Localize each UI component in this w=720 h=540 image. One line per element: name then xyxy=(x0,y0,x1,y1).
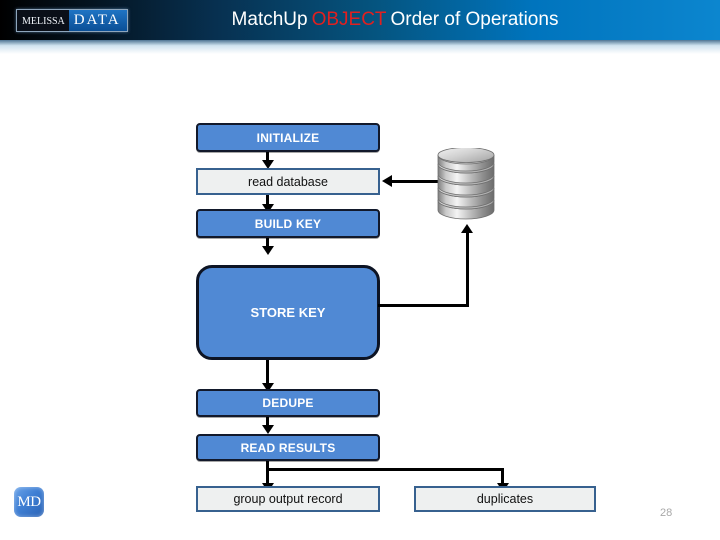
database-cylinder-icon xyxy=(437,148,495,220)
md-logo-text: MD xyxy=(17,493,41,510)
md-logo: MD xyxy=(14,487,44,517)
connector-storekey-to-db-vertical xyxy=(466,232,469,307)
connector-dedupe-readresults xyxy=(266,417,269,429)
connector-readresults-stem xyxy=(266,461,269,486)
arrowhead-initialize-readdb xyxy=(262,160,274,169)
logo-melissa-text: Melissa xyxy=(17,10,69,31)
connector-initialize-readdb xyxy=(266,152,269,163)
node-read-results[interactable]: READ RESULTS xyxy=(196,434,380,461)
node-read-database[interactable]: read database xyxy=(196,168,380,195)
node-dedupe-label: DEDUPE xyxy=(262,396,314,410)
logo-data-text: DATA xyxy=(68,10,127,31)
header-fade xyxy=(0,40,720,54)
node-store-key[interactable]: STORE KEY xyxy=(196,265,380,360)
connector-storekey-to-db-horizontal xyxy=(378,304,469,307)
node-duplicates[interactable]: duplicates xyxy=(414,486,596,512)
node-initialize-label: INITIALIZE xyxy=(256,130,320,145)
connector-buildkey-storekey xyxy=(266,238,269,249)
page-title-word2: Order of Operations xyxy=(390,9,559,30)
arrowhead-dedupe-readresults xyxy=(262,425,274,434)
arrowhead-storekey-dedupe xyxy=(262,383,274,392)
arrowhead-buildkey-storekey xyxy=(262,246,274,255)
node-read-results-label: READ RESULTS xyxy=(240,440,336,455)
connector-readdb-buildkey xyxy=(266,195,269,207)
node-store-key-label: STORE KEY xyxy=(250,305,326,320)
arrowhead-readdb-buildkey xyxy=(262,204,274,213)
node-group-output-record-label: group output record xyxy=(233,492,343,506)
page-header: MatchUp OBJECT Order of Operations Melis… xyxy=(0,0,720,40)
node-dedupe[interactable]: DEDUPE xyxy=(196,389,380,417)
node-build-key-label: BUILD KEY xyxy=(254,216,322,231)
node-duplicates-label: duplicates xyxy=(476,492,534,506)
page-title-highlight: OBJECT xyxy=(311,9,387,30)
connector-readresults-branch-horizontal xyxy=(266,468,504,471)
connector-readresults-duplicates-vertical xyxy=(501,468,504,486)
node-initialize[interactable]: INITIALIZE xyxy=(196,123,380,152)
node-group-output-record[interactable]: group output record xyxy=(196,486,380,512)
connector-db-readdb xyxy=(392,180,440,183)
connector-storekey-dedupe xyxy=(266,360,269,385)
melissa-data-logo: Melissa DATA xyxy=(16,9,128,32)
page-number: 28 xyxy=(660,507,673,519)
arrowhead-db-readdb xyxy=(382,175,392,187)
arrowhead-storekey-to-db xyxy=(461,224,473,233)
node-build-key[interactable]: BUILD KEY xyxy=(196,209,380,238)
page-title: MatchUp OBJECT Order of Operations xyxy=(0,0,720,40)
flowchart-canvas: INITIALIZE read database BUILD KEY STORE… xyxy=(0,54,720,540)
node-read-database-label: read database xyxy=(248,174,328,189)
page-title-word1: MatchUp xyxy=(231,9,308,30)
